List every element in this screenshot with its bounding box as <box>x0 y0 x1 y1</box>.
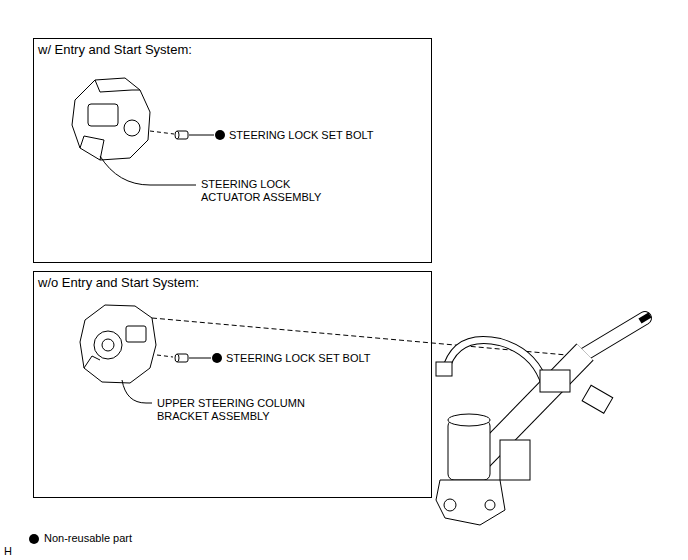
part-label: STEERING LOCK SET BOLT <box>226 352 370 365</box>
bolt <box>175 354 188 362</box>
box-heading: w/ Entry and Start System: <box>38 42 431 57</box>
leader-line <box>189 135 214 136</box>
part-label: STEERING LOCK ACTUATOR ASSEMBLY <box>201 178 326 204</box>
figure-code: H <box>4 545 12 558</box>
bolt <box>175 131 188 139</box>
non-reusable-dot <box>215 130 225 140</box>
part-label: UPPER STEERING COLUMN BRACKET ASSEMBLY <box>157 397 319 423</box>
legend-text: Non-reusable part <box>44 532 132 545</box>
group-box: w/o Entry and Start System: <box>33 271 432 498</box>
group-box: w/ Entry and Start System: <box>33 38 432 263</box>
leader-line <box>122 380 152 403</box>
legend-dot <box>29 534 39 544</box>
steering-column <box>436 315 650 525</box>
dashed-line <box>157 355 173 357</box>
leader-line <box>100 156 196 185</box>
non-reusable-dot <box>212 353 222 363</box>
dashed-line <box>150 131 174 134</box>
leader-line <box>189 358 211 359</box>
part-label: STEERING LOCK SET BOLT <box>229 129 373 142</box>
column-bracket <box>80 305 156 383</box>
box-heading: w/o Entry and Start System: <box>38 275 431 290</box>
lock-actuator <box>72 78 150 160</box>
